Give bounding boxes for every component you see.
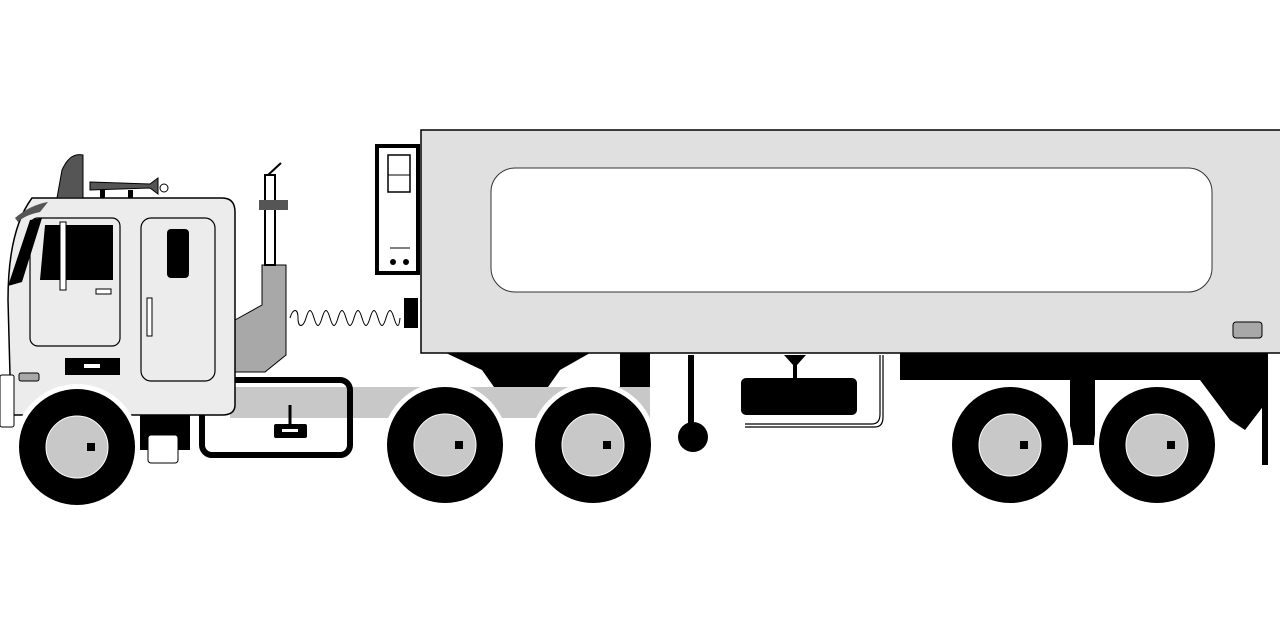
visor <box>15 202 48 222</box>
landing-gear <box>678 355 708 452</box>
mudflap <box>1262 380 1268 465</box>
air-line-coil <box>289 310 401 326</box>
trailer-underrail <box>900 353 1268 380</box>
axle-bracket-front <box>1070 380 1095 445</box>
sleeper-window <box>167 229 189 278</box>
hub <box>1125 413 1189 477</box>
wheel <box>382 382 508 508</box>
fuel-tank <box>199 377 353 458</box>
glad-hand-connector <box>404 298 418 328</box>
air-horn <box>56 154 169 199</box>
lug <box>1167 441 1175 449</box>
wheel <box>530 382 656 508</box>
front-bumper <box>0 374 15 428</box>
trailer-panel <box>490 167 1213 293</box>
cab-door-sleeper <box>140 217 216 382</box>
trailer <box>420 129 1280 465</box>
hub <box>561 413 625 477</box>
wheel <box>1094 382 1220 508</box>
refrigeration-unit <box>375 144 420 328</box>
cab <box>0 197 236 428</box>
hub <box>413 413 477 477</box>
hub <box>978 413 1042 477</box>
cab-door-front <box>29 217 121 347</box>
trailer-light <box>1232 321 1263 339</box>
cab-window <box>40 225 113 280</box>
windshield <box>8 218 42 286</box>
wheel <box>14 384 140 510</box>
hub <box>45 415 109 479</box>
exhaust-stack <box>234 162 288 373</box>
wheel <box>947 382 1073 508</box>
spare-tire-carrier <box>741 355 884 428</box>
cab-steps-lower <box>140 415 190 464</box>
lug <box>603 441 611 449</box>
headlight <box>18 372 40 382</box>
lug <box>87 443 95 451</box>
fuel-cap <box>274 405 307 438</box>
wheels <box>14 382 1220 510</box>
lug <box>1020 441 1028 449</box>
rear-bumper <box>1200 380 1268 430</box>
lug <box>455 441 463 449</box>
kingpin-plate <box>446 353 590 387</box>
